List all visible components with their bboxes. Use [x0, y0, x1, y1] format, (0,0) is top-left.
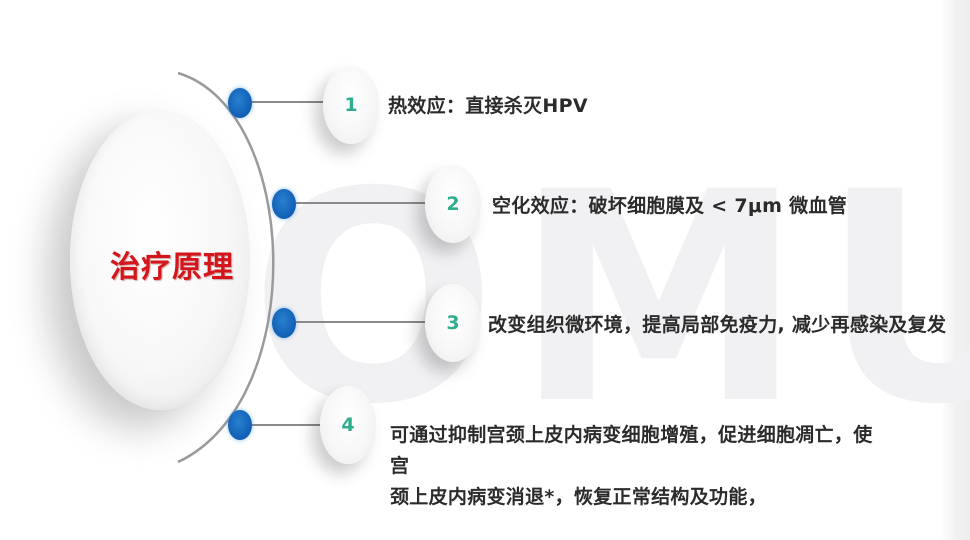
item-text-3: 改变组织微环境，提高局部免疫力, 减少再感染及复发	[488, 314, 947, 336]
item-text-2: 空化效应：破坏细胞膜及 < 7μm 微血管	[492, 195, 848, 217]
number-badge-2: 2	[425, 165, 481, 243]
number-label-1: 1	[344, 94, 358, 116]
dot-icon-4	[228, 410, 252, 440]
center-circle	[70, 110, 250, 410]
dot-icon-1	[228, 88, 252, 118]
connector-line-3	[296, 321, 431, 323]
number-badge-3: 3	[425, 284, 481, 362]
number-badge-1: 1	[323, 66, 379, 144]
number-badge-4: 4	[320, 386, 376, 464]
dot-icon-3	[272, 308, 296, 338]
center-title: 治疗原理	[110, 250, 234, 285]
item-text-4: 可通过抑制宫颈上皮内病变细胞增殖，促进细胞凋亡，使宫 颈上皮内病变消退*，恢复正…	[390, 420, 890, 513]
number-label-4: 4	[341, 414, 355, 436]
number-label-3: 3	[446, 312, 460, 334]
item-text-4-line-2: 颈上皮内病变消退*，恢复正常结构及功能，	[390, 486, 767, 508]
dot-icon-2	[272, 189, 296, 219]
number-label-2: 2	[446, 193, 460, 215]
item-text-4-line-1: 可通过抑制宫颈上皮内病变细胞增殖，促进细胞凋亡，使宫	[390, 424, 873, 477]
connector-line-1	[252, 101, 332, 103]
item-text-1: 热效应：直接杀灭HPV	[388, 95, 588, 117]
connector-line-4	[252, 424, 332, 426]
connector-line-2	[296, 202, 431, 204]
